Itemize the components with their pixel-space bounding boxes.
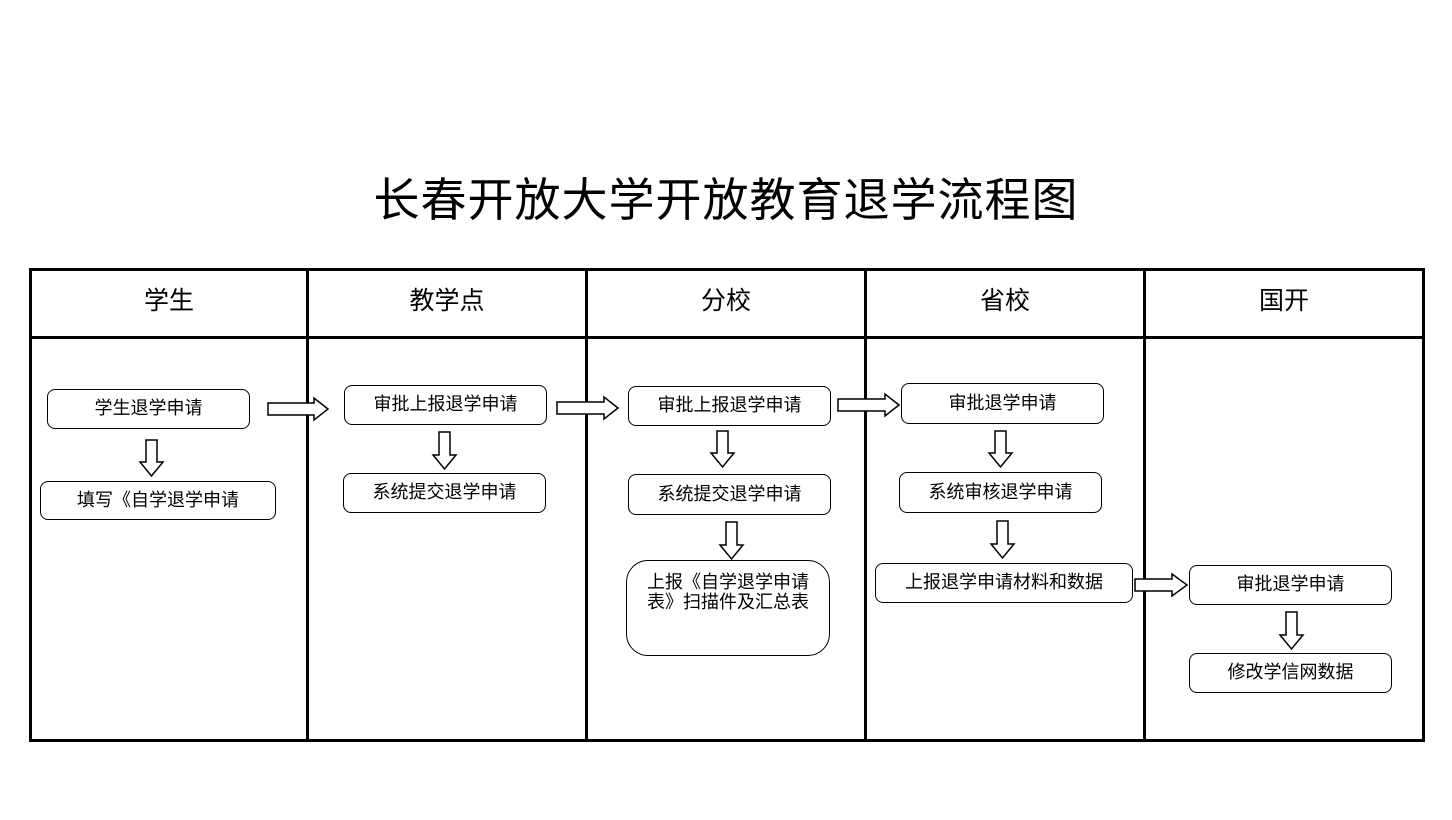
lane-divider [585,268,588,742]
node-branch-approve: 审批上报退学申请 [628,386,831,426]
header-divider [29,336,1425,339]
node-branch-report: 上报《自学退学申请表》扫描件及汇总表 [626,560,830,656]
lane-header-branch: 分校 [700,286,751,315]
lane-divider [1143,268,1146,742]
node-branch-submit: 系统提交退学申请 [628,474,831,515]
lane-divider [306,268,309,742]
node-province-review: 系统审核退学申请 [899,472,1102,513]
swimlane-frame [29,268,1425,742]
arrow-down-icon [718,521,745,561]
node-province-report: 上报退学申请材料和数据 [875,563,1133,603]
node-student-apply: 学生退学申请 [47,389,250,429]
arrow-down-icon [138,439,165,478]
arrow-down-icon [1278,611,1305,651]
lane-header-province: 省校 [979,286,1030,315]
node-point-submit: 系统提交退学申请 [343,473,546,513]
lane-header-national: 国开 [1258,286,1309,315]
arrow-down-icon [709,430,736,469]
lane-header-teaching-point: 教学点 [409,286,485,315]
node-national-modify: 修改学信网数据 [1189,653,1392,693]
arrow-down-icon [987,430,1014,469]
arrow-right-icon [556,395,620,421]
node-national-approve: 审批退学申请 [1189,565,1392,605]
node-province-approve: 审批退学申请 [901,383,1104,424]
arrow-right-icon [1134,572,1189,598]
arrow-down-icon [989,520,1016,560]
lane-header-student: 学生 [143,286,194,315]
arrow-right-icon [837,392,901,418]
arrow-right-icon [267,396,330,422]
diagram-title: 长春开放大学开放教育退学流程图 [373,173,1079,227]
node-student-fill-form: 填写《自学退学申请 [40,481,276,520]
node-point-approve: 审批上报退学申请 [344,385,547,425]
lane-divider [864,268,867,742]
arrow-down-icon [431,431,458,471]
